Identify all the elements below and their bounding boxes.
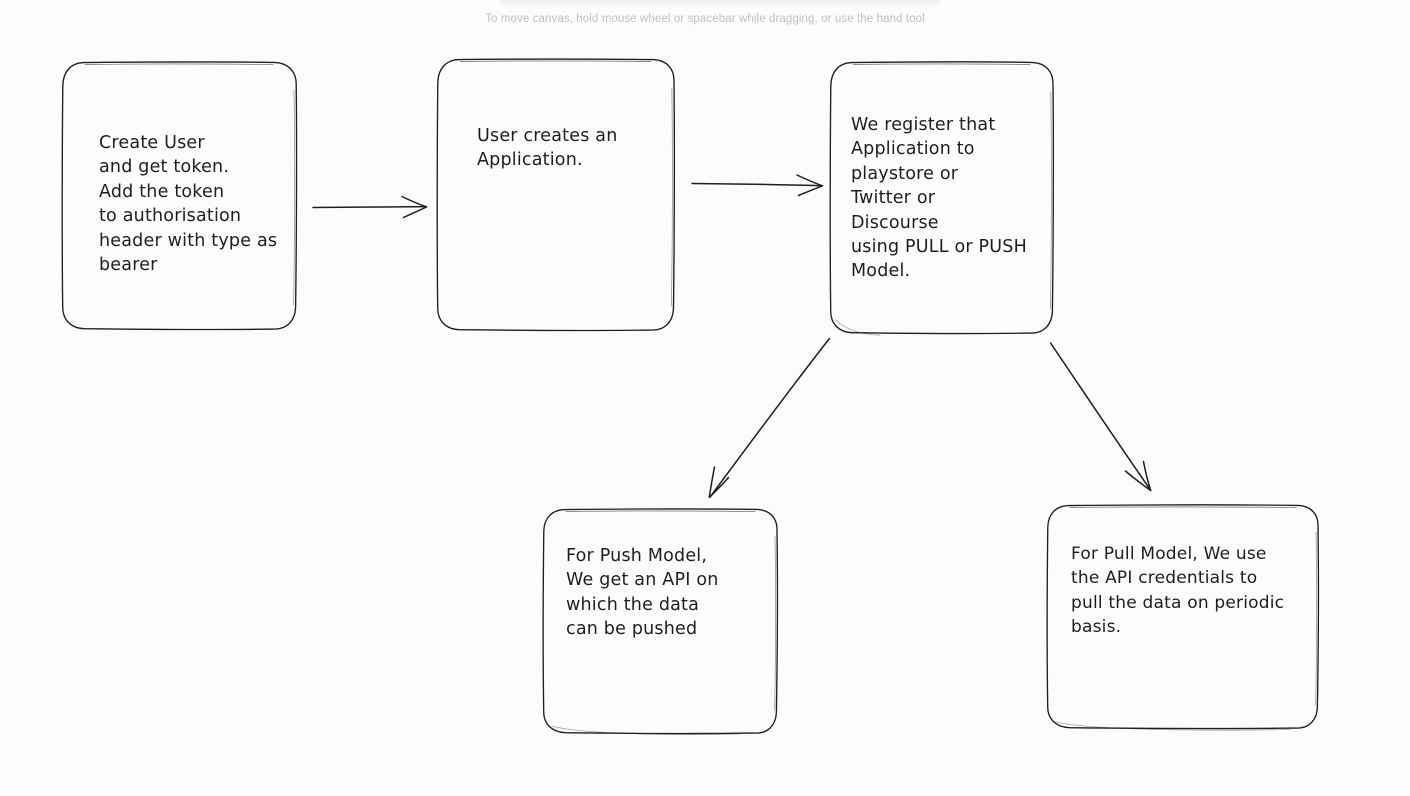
sticky-note-pull-model-text: For Pull Model, We use the API credentia… bbox=[1071, 544, 1285, 638]
sticky-note-user-creates-application-text: User creates an Application. bbox=[477, 126, 618, 171]
sticky-note-user-creates-application-outline[interactable] bbox=[436, 58, 676, 332]
arrow-register-application-to-push-model[interactable] bbox=[708, 337, 831, 498]
sticky-note-register-application-outline[interactable] bbox=[829, 61, 1055, 336]
arrow-create-user-to-user-creates-application[interactable] bbox=[312, 195, 428, 219]
arrow-user-creates-application-to-register-application[interactable] bbox=[691, 174, 824, 197]
sticky-note-create-user-text: Create User and get token. Add the token… bbox=[99, 133, 278, 276]
sticky-note-register-application-text: We register that Application to playstor… bbox=[851, 115, 1027, 282]
sticky-note-create-user-outline[interactable] bbox=[61, 61, 298, 331]
arrow-register-application-to-pull-model[interactable] bbox=[1049, 342, 1152, 492]
sticky-note-push-model-outline[interactable] bbox=[542, 508, 779, 735]
sticky-note-push-model-text: For Push Model, We get an API on which t… bbox=[566, 546, 719, 640]
sticky-note-pull-model-outline[interactable] bbox=[1046, 504, 1320, 731]
